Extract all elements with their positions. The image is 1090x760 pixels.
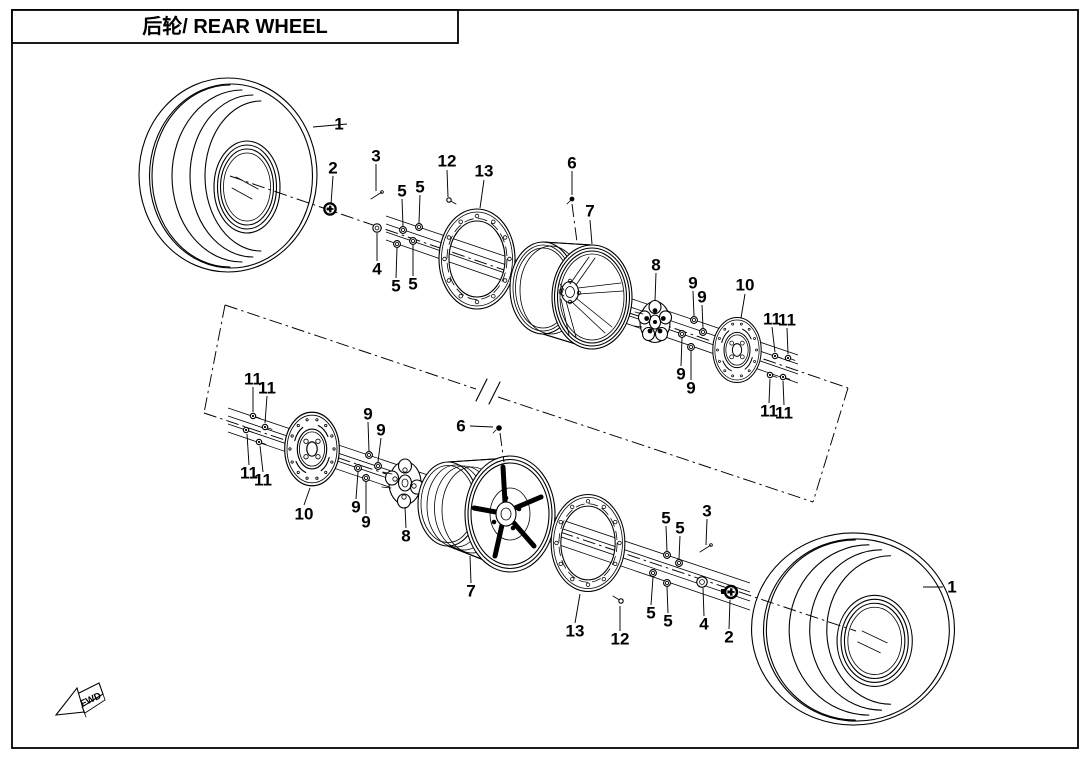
washer-4-bottom xyxy=(696,576,708,588)
valve-stem-top xyxy=(566,196,578,243)
callout-10: 10 xyxy=(736,276,755,295)
callout-11: 11 xyxy=(240,464,258,483)
leader-lines xyxy=(246,123,943,631)
callout-11: 11 xyxy=(760,402,778,421)
brake-disc-top xyxy=(712,316,762,384)
rim-top xyxy=(509,241,633,350)
callout-6: 6 xyxy=(567,154,576,173)
callout-9: 9 xyxy=(361,513,370,532)
ring-bolt-12-top xyxy=(446,197,457,205)
callout-9: 9 xyxy=(697,288,706,307)
fwd-arrow: FWD xyxy=(54,682,106,718)
rim-top-spokes xyxy=(558,256,624,338)
wheel-hub-bottom xyxy=(381,458,425,509)
callout-3: 3 xyxy=(371,147,380,166)
callout-11: 11 xyxy=(775,404,793,423)
castle-nut-top xyxy=(372,223,382,233)
callout-11: 11 xyxy=(763,310,781,329)
flange-nuts-9-top xyxy=(678,316,707,351)
callout-12: 12 xyxy=(438,152,457,171)
callout-5: 5 xyxy=(661,509,670,528)
callout-9: 9 xyxy=(676,365,685,384)
callout-1: 1 xyxy=(947,578,956,597)
beadlock-ring-bottom xyxy=(550,493,626,593)
callout-5: 5 xyxy=(675,519,684,538)
beadlock-ring-top xyxy=(438,208,516,310)
page-border xyxy=(11,9,1079,749)
ring-bolt-12-bottom xyxy=(612,595,624,604)
callout-9: 9 xyxy=(686,379,695,398)
callout-6: 6 xyxy=(456,417,465,436)
callout-11: 11 xyxy=(244,370,262,389)
callout-9: 9 xyxy=(363,405,372,424)
callout-10: 10 xyxy=(295,505,314,524)
callout-4: 4 xyxy=(372,260,382,279)
wheel-hub-top xyxy=(633,299,673,344)
callout-1: 1 xyxy=(334,115,343,134)
callout-4: 4 xyxy=(699,615,709,634)
callout-11: 11 xyxy=(778,311,796,330)
callout-8: 8 xyxy=(651,256,660,275)
wheel-bolts-11-top xyxy=(766,352,796,381)
callout-2: 2 xyxy=(328,159,337,178)
page-title: 后轮/ REAR WHEEL xyxy=(142,14,328,38)
part-callouts: 1 2 3 4 5 5 5 5 12 13 6 7 8 9 9 9 9 10 1… xyxy=(240,115,957,649)
cotter-pin-bottom xyxy=(699,543,713,553)
callout-8: 8 xyxy=(401,527,410,546)
center-axis-lower xyxy=(203,412,857,632)
brake-disc-bottom xyxy=(284,411,340,487)
callout-7: 7 xyxy=(585,202,594,221)
flange-nuts-5-top xyxy=(393,223,423,248)
tire-top-left xyxy=(138,77,318,273)
callout-9: 9 xyxy=(688,274,697,293)
tire-bottom-right xyxy=(750,532,956,726)
callout-5: 5 xyxy=(663,612,672,631)
callout-12: 12 xyxy=(611,630,630,649)
hubcap-top xyxy=(323,202,337,216)
callout-5: 5 xyxy=(415,178,424,197)
hubcap-bottom xyxy=(721,584,739,600)
callout-5: 5 xyxy=(397,182,406,201)
title-box: 后轮/ REAR WHEEL xyxy=(11,9,459,44)
rim-bottom xyxy=(417,455,556,573)
break-symbol xyxy=(475,378,501,405)
callout-5: 5 xyxy=(646,604,655,623)
callout-9: 9 xyxy=(351,498,360,517)
valve-stem-bottom xyxy=(492,425,505,463)
cotter-pin-top xyxy=(370,190,384,200)
callout-11: 11 xyxy=(254,471,272,490)
callout-9: 9 xyxy=(376,421,385,440)
callout-11: 11 xyxy=(258,379,276,398)
callout-5: 5 xyxy=(408,275,417,294)
axis-connector-frame xyxy=(203,304,849,503)
callout-7: 7 xyxy=(466,582,475,601)
callout-13: 13 xyxy=(475,162,494,181)
callout-13: 13 xyxy=(566,622,585,641)
callout-5: 5 xyxy=(391,277,400,296)
callout-2: 2 xyxy=(724,628,733,647)
callout-3: 3 xyxy=(702,502,711,521)
